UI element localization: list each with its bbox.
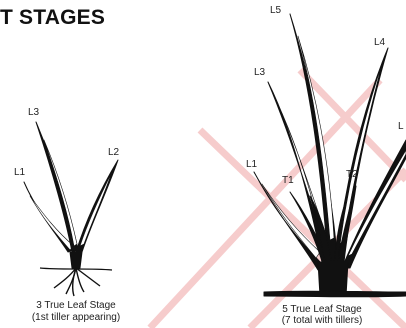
caption-5-leaf-line1: 5 True Leaf Stage (262, 304, 382, 315)
caption-5-leaf-line2: (7 total with tillers) (262, 315, 382, 326)
leaf-label-l3-left: L3 (28, 108, 39, 118)
leaf-label-l3-right: L3 (254, 68, 265, 78)
leaf-label-l1-left: L1 (14, 168, 25, 178)
tiller-label-t2: T2 (346, 170, 358, 180)
caption-3-leaf-line1: 3 True Leaf Stage (14, 300, 138, 311)
leaf-label-l5-right: L5 (270, 6, 281, 16)
caption-3-leaf-line2: (1st tiller appearing) (14, 312, 138, 323)
leaf-label-l1-right: L1 (246, 160, 257, 170)
plant-5-leaf-drawing (254, 14, 406, 297)
plant-3-leaf-drawing (24, 122, 118, 296)
leaf-label-l2-left: L2 (108, 148, 119, 158)
leaf-label-l4-right: L4 (374, 38, 385, 48)
tiller-label-t1: T1 (282, 176, 294, 186)
leaf-label-l-right: L (398, 122, 404, 132)
